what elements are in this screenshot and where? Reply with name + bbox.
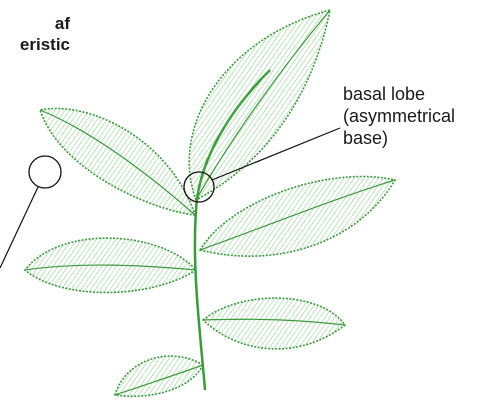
label-left-line2: eristic	[0, 35, 70, 56]
leaf-upper-left	[40, 108, 195, 215]
leaf-top	[189, 10, 330, 200]
callout-circle-left	[29, 156, 61, 188]
label-leaf-characteristic: af eristic	[0, 14, 70, 55]
leaf-left-middle	[25, 238, 196, 292]
label-basal-lobe: basal lobe (asymmetrical base)	[343, 84, 499, 150]
leaf-right-middle	[200, 176, 395, 256]
label-right-line3: base)	[343, 128, 499, 150]
leaf-right-lower	[203, 298, 345, 349]
leader-line-left	[0, 187, 38, 268]
label-left-line1: af	[0, 14, 70, 35]
leaf-bottom	[115, 356, 203, 396]
label-right-line1: basal lobe	[343, 84, 499, 106]
label-right-line2: (asymmetrical	[343, 106, 499, 128]
